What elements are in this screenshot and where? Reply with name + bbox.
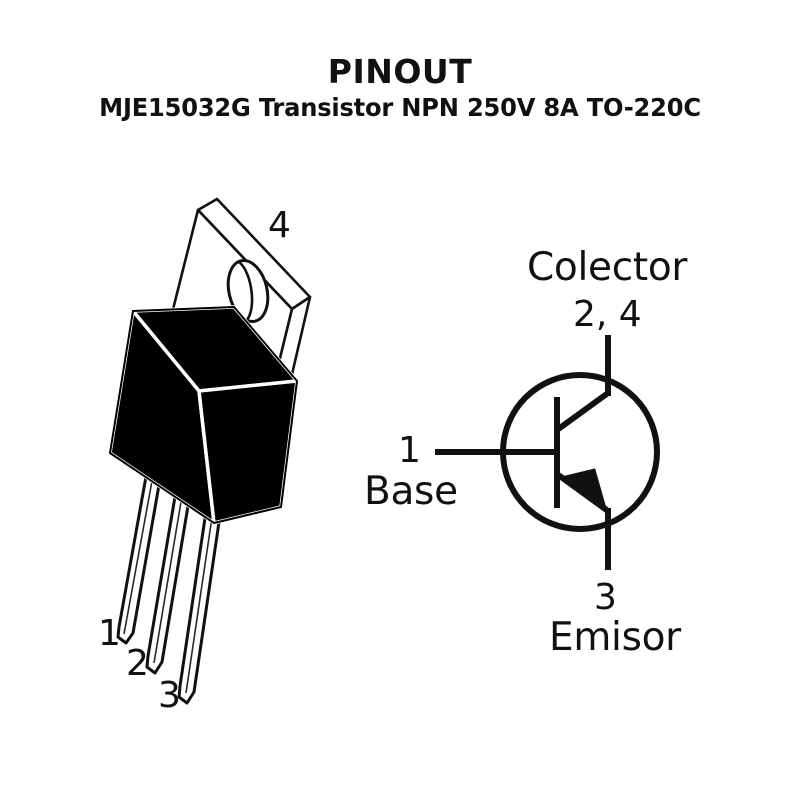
npn-transistor-symbol	[435, 335, 660, 570]
collector-pins-label: 2, 4	[573, 294, 642, 335]
package-pin-label-3: 3	[158, 675, 181, 716]
header-block: PINOUT MJE15032G Transistor NPN 250V 8A …	[0, 52, 800, 124]
to220-package	[108, 197, 312, 705]
package-pin-label-1: 1	[98, 613, 121, 654]
package-tab-label-4: 4	[268, 205, 291, 246]
mounting-hole-outer	[226, 258, 270, 324]
lead-inner-lines	[123, 469, 216, 694]
collector-diagonal	[555, 390, 610, 433]
package-pin-label-2: 2	[126, 643, 149, 684]
body-outline	[108, 305, 299, 525]
emitter-label: Emisor	[549, 615, 681, 660]
lead-1-inner	[123, 469, 155, 635]
mounting-hole	[226, 258, 270, 324]
lead-3-inner	[185, 496, 216, 694]
emitter-pins-label: 3	[594, 577, 617, 618]
emitter-arrow-head	[561, 468, 609, 516]
base-pins-label: 1	[398, 430, 421, 471]
lead-2-inner	[153, 483, 185, 664]
page-subtitle: MJE15032G Transistor NPN 250V 8A TO-220C	[99, 93, 701, 122]
collector-label: Colector	[527, 245, 688, 290]
mounting-hole-inner-arc	[238, 260, 254, 322]
page-title: PINOUT	[327, 52, 473, 91]
base-label: Base	[364, 469, 458, 514]
